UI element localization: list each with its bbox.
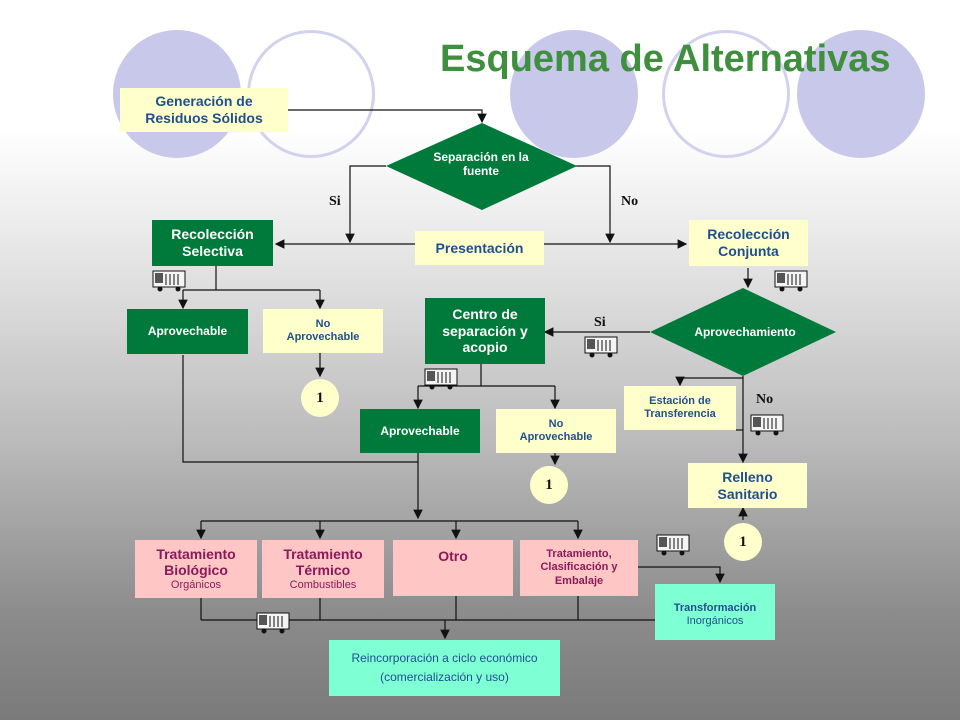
decision-separacion bbox=[386, 123, 577, 210]
node-text: Tratamiento Térmico bbox=[283, 545, 363, 579]
node-text: Aprovechable bbox=[380, 423, 460, 438]
node-centro: Centro de separación y acopio bbox=[425, 298, 545, 364]
node-text: No Aprovechable bbox=[519, 417, 593, 443]
node-subtext: Inorgánicos bbox=[686, 615, 744, 627]
node-text: Centro de separación y acopio bbox=[442, 305, 528, 356]
node-text: Tratamiento, Clasificación y Embalaje bbox=[540, 548, 618, 587]
node-subtext: Combustibles bbox=[289, 579, 357, 592]
node-generacion: Generación de Residuos Sólidos bbox=[120, 88, 288, 132]
node-aprovechable-1: Aprovechable bbox=[127, 309, 248, 354]
node-text: Recolección Selectiva bbox=[171, 226, 254, 259]
truck-icon bbox=[750, 414, 784, 436]
node-trat-termico: Tratamiento Térmico Combustibles bbox=[262, 540, 384, 598]
truck-icon bbox=[256, 612, 290, 634]
node-estacion: Estación de Transferencia bbox=[624, 386, 736, 430]
node-text: Aprovechable bbox=[147, 324, 228, 339]
node-text: Generación de Residuos Sólidos bbox=[145, 93, 263, 126]
separacion-label: Separación en la fuente bbox=[433, 150, 529, 178]
ref-circle: 1 bbox=[724, 523, 762, 561]
node-trat-biologico: Tratamiento Biológico Orgánicos bbox=[135, 540, 257, 598]
node-text: Tratamiento Biológico bbox=[156, 545, 236, 579]
ref-circle: 1 bbox=[301, 379, 339, 417]
node-text: No Aprovechable bbox=[286, 317, 360, 343]
node-text: Otro bbox=[438, 548, 468, 564]
truck-icon bbox=[584, 336, 618, 358]
truck-icon bbox=[774, 270, 808, 292]
node-reincorporacion: Reincorporación a ciclo económico (comer… bbox=[329, 640, 560, 696]
node-relleno: Relleno Sanitario bbox=[688, 463, 807, 508]
node-otro: Otro bbox=[393, 540, 513, 596]
truck-icon bbox=[152, 270, 186, 292]
ref-circle: 1 bbox=[530, 466, 568, 504]
node-text: Estación de Transferencia bbox=[644, 394, 716, 420]
node-subtext: Orgánicos bbox=[170, 579, 222, 592]
node-no-aprovechable-1: No Aprovechable bbox=[263, 309, 383, 353]
edge-label-si: Si bbox=[594, 315, 606, 330]
decision-aprovechamiento bbox=[650, 288, 836, 376]
page-title: Esquema de Alternativas bbox=[440, 38, 891, 80]
node-trat-clasificacion: Tratamiento, Clasificación y Embalaje bbox=[520, 540, 638, 596]
node-text: Presentación bbox=[435, 239, 524, 256]
node-recoleccion-conjunta: Recolección Conjunta bbox=[689, 220, 808, 266]
node-text: Transformación bbox=[673, 601, 757, 614]
node-presentacion: Presentación bbox=[415, 231, 544, 265]
node-no-aprovechable-2: No Aprovechable bbox=[496, 409, 616, 453]
node-text: Reincorporación a ciclo económico (comer… bbox=[351, 651, 538, 684]
node-recoleccion-selectiva: Recolección Selectiva bbox=[152, 220, 273, 266]
aprovechamiento-label: Aprovechamiento bbox=[694, 325, 796, 339]
truck-icon bbox=[424, 368, 458, 390]
edge-label-si: Si bbox=[329, 194, 341, 209]
decor-circle bbox=[797, 30, 925, 158]
node-text: Recolección Conjunta bbox=[707, 226, 790, 259]
node-text: Relleno Sanitario bbox=[717, 468, 778, 502]
edge-label-no: No bbox=[621, 194, 639, 209]
truck-icon bbox=[656, 534, 690, 556]
decor-circle bbox=[510, 30, 638, 158]
node-transformacion: Transformación Inorgánicos bbox=[655, 584, 775, 640]
node-aprovechable-2: Aprovechable bbox=[360, 409, 480, 453]
edge-label-no: No bbox=[756, 392, 774, 407]
decor-circle bbox=[662, 30, 790, 158]
